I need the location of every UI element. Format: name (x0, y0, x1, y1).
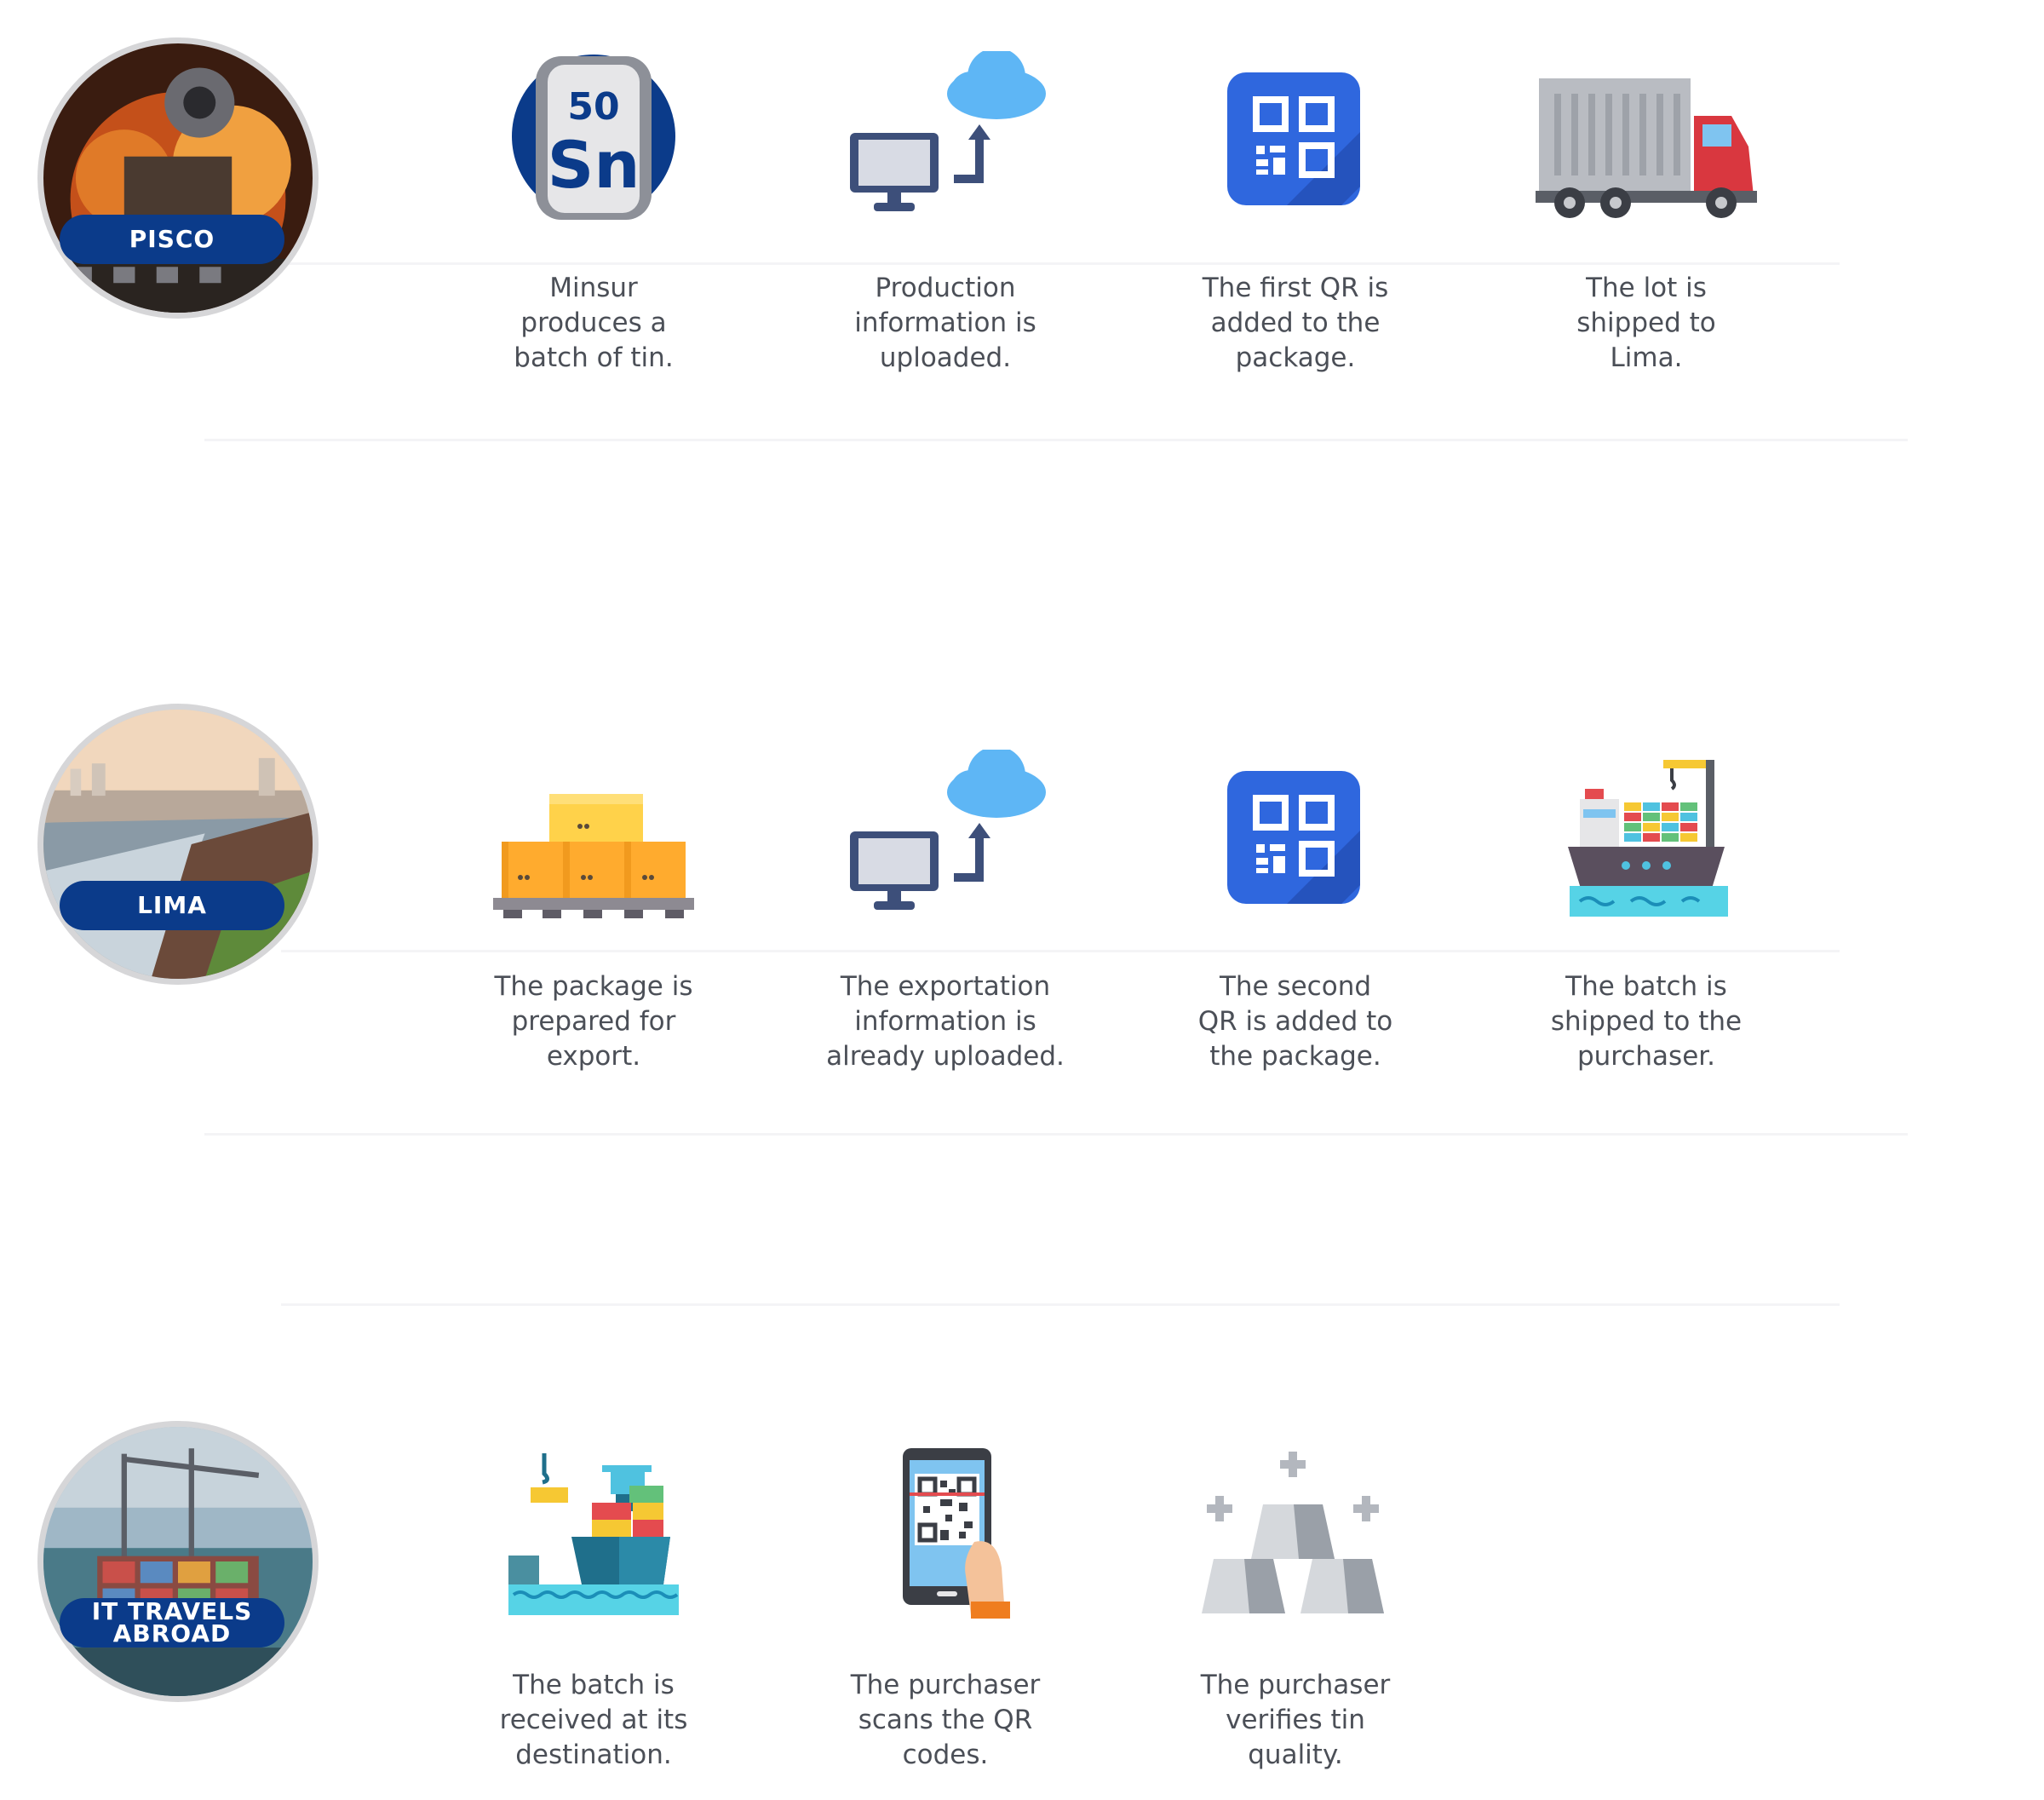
step-verify-quality: The purchaser verifies tin quality. (1142, 1448, 1449, 1773)
step-caption: The batch is received at its destination… (499, 1670, 688, 1770)
stage-label: PISCO (60, 215, 284, 264)
cloud-upload-icon (850, 750, 1046, 910)
step-shipped-lima: The lot is shipped to Lima. (1493, 51, 1800, 376)
path-line-5 (281, 1303, 1840, 1306)
port-photo (37, 1421, 319, 1702)
step-caption: The package is prepared for export. (494, 971, 693, 1072)
path-line-3 (281, 950, 1840, 952)
qr-code-icon (1227, 72, 1360, 205)
stage-badge-pisco: PISCO (37, 37, 319, 319)
ship-unloading-icon (508, 1453, 679, 1615)
tin-ingots-icon (1202, 1452, 1384, 1613)
path-line-2 (204, 439, 1908, 441)
stage-badge-lima: LIMA (37, 704, 319, 985)
tin-element-icon: 50 Sn (512, 55, 675, 220)
element-symbol: Sn (548, 127, 640, 203)
cloud-upload-icon (850, 51, 1046, 211)
step-shipped-purchaser: The batch is shipped to the purchaser. (1493, 750, 1800, 1074)
path-line-1 (281, 262, 1840, 265)
phone-scan-icon (903, 1448, 1010, 1619)
lima-coast-photo (37, 704, 319, 985)
step-first-qr: The first QR is added to the package. (1142, 51, 1449, 376)
step-scan-qr: The purchaser scans the QR codes. (792, 1448, 1099, 1773)
step-caption: The batch is shipped to the purchaser. (1550, 971, 1743, 1072)
foundry-photo (37, 37, 319, 319)
step-second-qr: The second QR is added to the package. (1142, 750, 1449, 1074)
step-minsur-produces: 50 Sn Minsur produces a batch of tin. (440, 51, 747, 376)
step-caption: The first QR is added to the package. (1202, 273, 1389, 373)
qr-code-icon (1227, 771, 1360, 904)
step-production-upload: Production information is uploaded. (792, 51, 1099, 376)
truck-icon (1536, 78, 1757, 218)
path-line-4 (204, 1133, 1908, 1136)
step-caption: The purchaser scans the QR codes. (850, 1670, 1041, 1770)
step-package-prepared: The package is prepared for export. (440, 750, 747, 1074)
step-caption: The second QR is added to the package. (1197, 971, 1393, 1072)
stage-badge-abroad: IT TRAVELS ABROAD (37, 1421, 319, 1702)
stage-label: IT TRAVELS ABROAD (60, 1598, 284, 1648)
step-caption: Production information is uploaded. (854, 273, 1036, 373)
step-caption: Minsur produces a batch of tin. (514, 273, 674, 373)
step-caption: The purchaser verifies tin quality. (1200, 1670, 1391, 1770)
boxes-pallet-icon (493, 794, 694, 918)
step-caption: The lot is shipped to Lima. (1576, 273, 1716, 373)
atomic-number: 50 (567, 85, 619, 129)
stage-label: LIMA (60, 881, 284, 930)
step-received-destination: The batch is received at its destination… (440, 1448, 747, 1773)
cargo-ship-icon (1568, 760, 1728, 917)
step-exportation-upload: The exportation information is already u… (792, 750, 1099, 1074)
step-caption: The exportation information is already u… (826, 971, 1065, 1072)
